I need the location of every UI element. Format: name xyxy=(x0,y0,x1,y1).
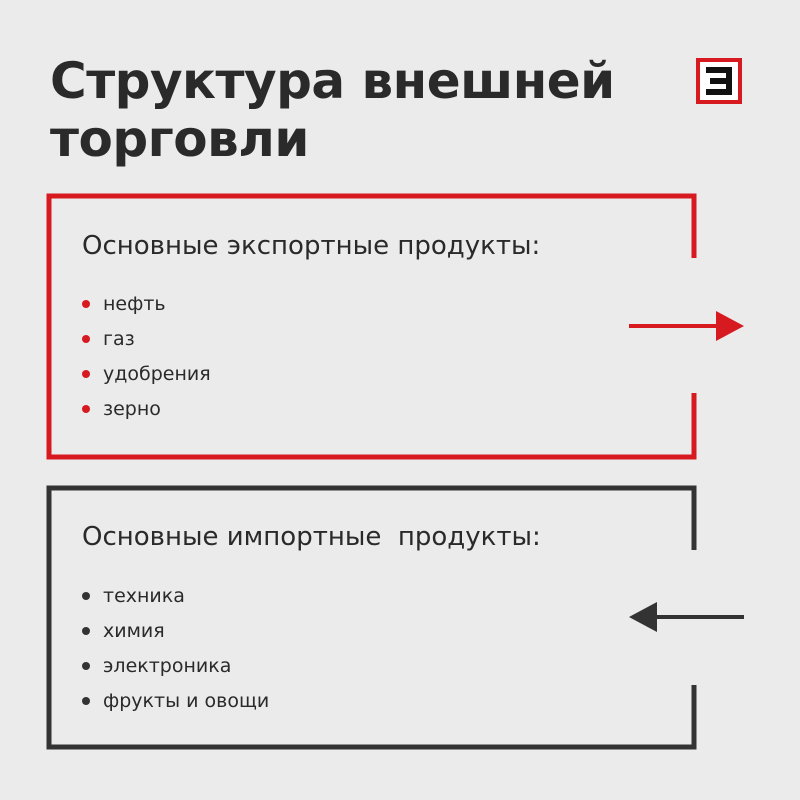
page-title-line-2: торговли xyxy=(50,110,309,168)
list-item: нефть xyxy=(82,286,211,321)
list-item-label: электроника xyxy=(103,654,232,677)
list-item-label: удобрения xyxy=(103,362,211,385)
list-item-label: нефть xyxy=(103,292,166,315)
list-item: техника xyxy=(82,578,269,613)
list-item: зерно xyxy=(82,391,211,426)
list-item-label: зерно xyxy=(103,397,161,420)
export-heading: Основные экспортные продукты: xyxy=(82,231,541,261)
list-item-label: фрукты и овощи xyxy=(103,689,270,712)
arrow-left-icon xyxy=(629,602,744,632)
bullet-icon xyxy=(82,404,90,413)
bullet-icon xyxy=(82,661,90,670)
list-item: газ xyxy=(82,321,211,356)
export-list: нефть газ удобрения зерно xyxy=(82,286,211,426)
list-item: электроника xyxy=(82,648,269,683)
bullet-icon xyxy=(82,696,90,705)
arrow-right-icon xyxy=(629,311,744,341)
bullet-icon xyxy=(82,591,90,600)
list-item-label: газ xyxy=(103,327,135,350)
bullet-icon xyxy=(82,299,90,308)
e-letter-logo-icon xyxy=(696,58,742,104)
bullet-icon xyxy=(82,369,90,378)
list-item: удобрения xyxy=(82,356,211,391)
import-list: техника химия электроника фрукты и овощи xyxy=(82,578,269,718)
bullet-icon xyxy=(82,334,90,343)
page-title: Структура внешней торговли xyxy=(50,52,615,168)
import-heading: Основные импортные продукты: xyxy=(82,522,541,552)
list-item-label: техника xyxy=(103,584,185,607)
list-item: химия xyxy=(82,613,269,648)
list-item-label: химия xyxy=(103,619,165,642)
page-title-line-1: Структура внешней xyxy=(50,52,615,110)
bullet-icon xyxy=(82,626,90,635)
list-item: фрукты и овощи xyxy=(82,683,269,718)
